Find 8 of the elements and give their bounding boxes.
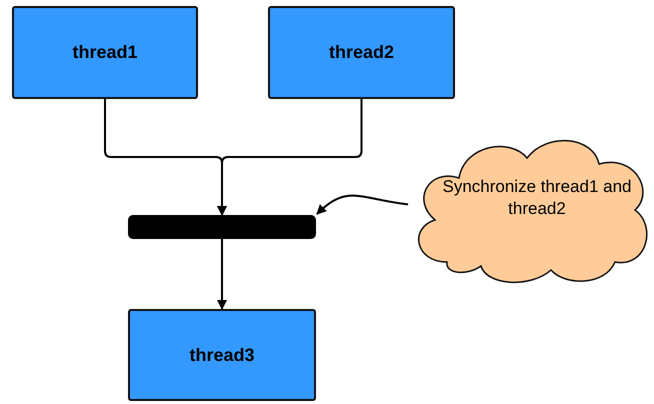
synchronization-bar — [128, 215, 316, 239]
note-text: Synchronize thread1 and thread2 — [441, 176, 633, 220]
thread-box: thread2 — [268, 6, 455, 99]
connector-arrow — [316, 194, 408, 215]
connector-arrow — [217, 99, 362, 216]
connector-arrow — [217, 239, 227, 310]
thread-box: thread3 — [128, 309, 316, 401]
thread-box: thread1 — [12, 6, 198, 99]
